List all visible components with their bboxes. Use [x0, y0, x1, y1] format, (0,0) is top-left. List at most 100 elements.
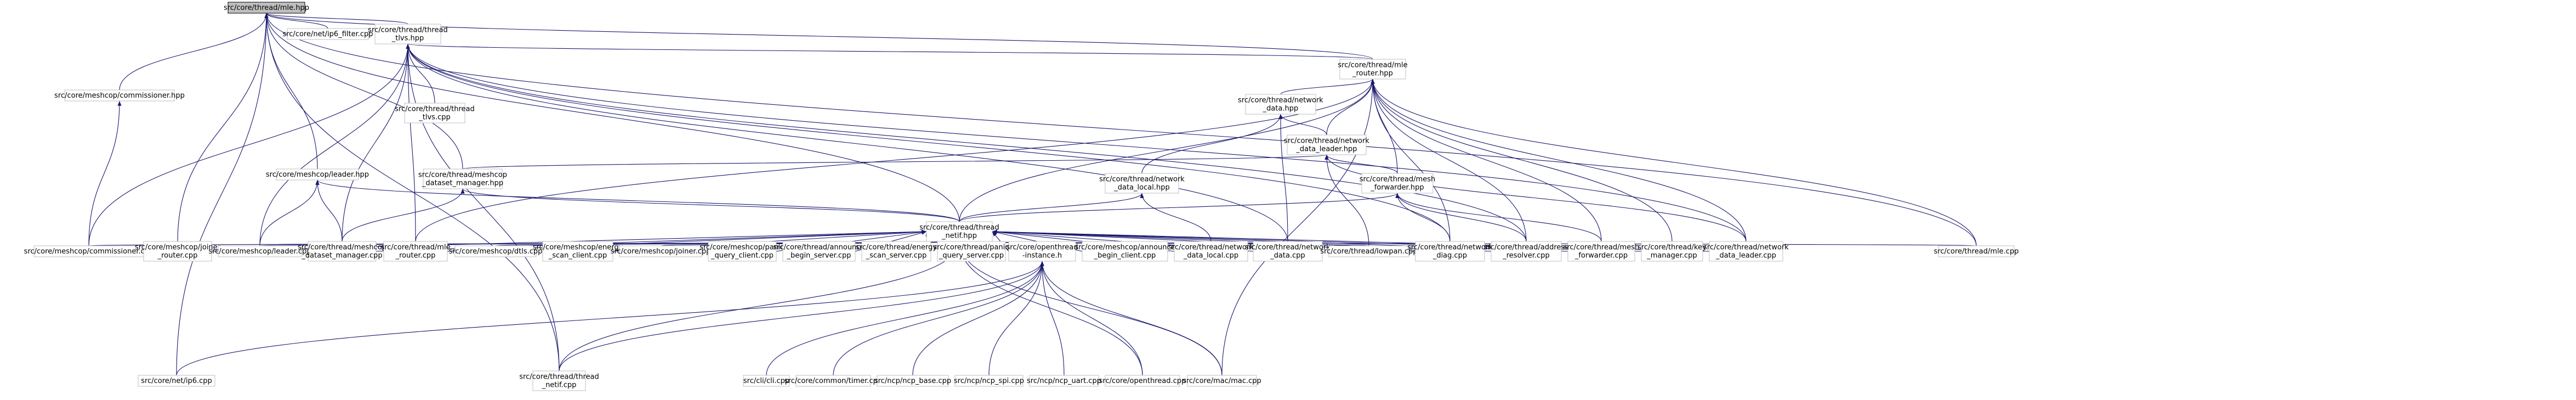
file-node[interactable]: src/core/mac/mac.cpp: [1182, 375, 1261, 387]
file-node[interactable]: src/core/thread/network_diag.cpp: [1407, 241, 1493, 262]
file-node[interactable]: src/core/meshcop/leader.cpp: [208, 245, 311, 257]
file-node[interactable]: src/core/meshcop/announce_begin_client.c…: [1074, 241, 1175, 262]
file-node[interactable]: src/core/meshcop/joiner_router.cpp: [135, 241, 221, 262]
include-edge: [1221, 78, 1375, 376]
node-box: [1029, 375, 1099, 387]
file-node[interactable]: src/core/thread/network_data_local.hpp: [1099, 173, 1185, 194]
node-box: [1361, 173, 1434, 194]
file-node[interactable]: src/core/meshcop/leader.hpp: [266, 168, 369, 181]
include-edge: [264, 13, 463, 170]
node-box: [1187, 375, 1257, 387]
node-label: src/core/thread/meshcop: [298, 244, 386, 252]
include-edge: [1395, 193, 1451, 242]
node-label: src/core/meshcop/commissioner.cpp: [24, 247, 154, 256]
node-label: src/core/openthread.cpp: [1099, 377, 1186, 385]
file-node[interactable]: src/core/thread/announce_begin_server.cp…: [774, 241, 865, 262]
file-node[interactable]: src/cli/cli.cpp: [743, 375, 790, 387]
file-node[interactable]: src/core/thread/mle.cpp: [1934, 245, 2019, 257]
node-box: [1328, 245, 1409, 257]
file-node[interactable]: src/core/thread/meshcop_dataset_manager.…: [418, 168, 507, 189]
file-node[interactable]: src/core/thread/thread_netif.hpp: [919, 221, 999, 242]
node-label: src/core/thread/address: [1484, 244, 1568, 252]
file-node[interactable]: src/core/thread/network_data_local.cpp: [1168, 241, 1254, 262]
file-node[interactable]: src/core/meshcop/commissioner.hpp: [54, 89, 185, 102]
file-node[interactable]: src/core/thread/key_manager.cpp: [1637, 241, 1707, 262]
node-label: src/core/meshcop/dtls.cpp: [449, 247, 543, 256]
include-edge: [1326, 78, 1375, 136]
file-node[interactable]: src/core/thread/mle_router.hpp: [1338, 59, 1408, 80]
include-edge: [315, 179, 960, 222]
file-node[interactable]: src/core/thread/lowpan.cpp: [1320, 245, 1418, 257]
node-label: src/core/thread/thread: [519, 373, 599, 381]
file-node[interactable]: src/ncp/ncp_uart.cpp: [1027, 375, 1101, 387]
node-box: [138, 375, 215, 387]
file-node[interactable]: src/core/thread/mesh_forwarder.hpp: [1360, 173, 1436, 194]
include-edge: [1371, 78, 1747, 242]
node-box: [743, 375, 790, 387]
edge-layer: [88, 13, 1977, 376]
file-node[interactable]: src/core/thread/mle_router.cpp: [380, 241, 451, 262]
file-node[interactable]: src/core/thread/network_data_leader.hpp: [1284, 134, 1369, 155]
include-edge: [833, 261, 1044, 376]
file-node[interactable]: src/core/meshcop/joiner.cpp: [611, 245, 711, 257]
node-box: [1567, 241, 1635, 262]
node-box: [795, 375, 871, 387]
file-node[interactable]: src/core/thread/network_data.cpp: [1245, 241, 1330, 262]
root-file-node[interactable]: src/core/thread/mle.hpp: [224, 2, 309, 14]
node-box: [1253, 241, 1323, 262]
node-box: [454, 245, 537, 257]
node-label: _data_leader.hpp: [1295, 145, 1357, 154]
file-node[interactable]: src/core/thread/network_data.hpp: [1238, 94, 1323, 115]
node-label: src/core/thread/panid: [933, 244, 1009, 252]
file-node[interactable]: src/core/meshcop/commissioner.cpp: [24, 245, 154, 257]
node-box: [383, 241, 448, 262]
file-node[interactable]: src/core/thread/mesh_forwarder.cpp: [1563, 241, 1640, 262]
file-node[interactable]: src/core/net/ip6.cpp: [138, 375, 215, 387]
node-label: _data_leader.cpp: [1715, 252, 1776, 260]
file-node[interactable]: src/core/meshcop/energy_scan_client.cpp: [533, 241, 623, 262]
node-box: [619, 245, 702, 257]
file-node[interactable]: src/core/thread/address_resolver.cpp: [1484, 241, 1568, 262]
include-edge: [264, 13, 960, 222]
node-label: _tlvs.cpp: [418, 114, 450, 122]
file-node[interactable]: src/core/thread/thread_tlvs.cpp: [395, 103, 475, 123]
include-edge: [406, 43, 1451, 242]
file-node[interactable]: src/core/meshcop/dtls.cpp: [449, 245, 543, 257]
file-node[interactable]: src/core/thread/thread_netif.cpp: [519, 370, 599, 391]
node-box: [1709, 241, 1783, 262]
file-node[interactable]: src/core/meshcop/panid_query_client.cpp: [700, 241, 785, 262]
node-box: [1938, 245, 2015, 257]
node-label: src/core/thread/meshcop: [418, 171, 507, 179]
file-node[interactable]: src/core/thread/network_data_leader.cpp: [1703, 241, 1789, 262]
node-label: src/core/thread/energy: [856, 244, 937, 252]
node-label: _forwarder.hpp: [1370, 184, 1424, 192]
node-label: src/core/common/timer.cpp: [784, 377, 882, 385]
include-edge: [1040, 261, 1065, 376]
node-label: src/core/meshcop/energy: [533, 244, 623, 252]
include-edge: [1040, 261, 1222, 376]
file-node[interactable]: src/core/thread/meshcop_dataset_manager.…: [298, 241, 386, 262]
file-node[interactable]: src/core/openthread-instance.h: [1006, 241, 1078, 262]
node-label: _manager.cpp: [1646, 252, 1697, 260]
include-edge: [1278, 114, 1288, 242]
file-node[interactable]: src/core/thread/panid_query_server.cpp: [933, 241, 1010, 262]
file-node[interactable]: src/ncp/ncp_base.cpp: [874, 375, 951, 387]
node-box: [708, 241, 777, 262]
node-label: src/core/thread/lowpan.cpp: [1320, 247, 1417, 256]
node-box: [374, 24, 441, 44]
file-node[interactable]: src/core/thread/energy_scan_server.cpp: [856, 241, 937, 262]
node-label: _dataset_manager.cpp: [301, 252, 382, 260]
file-node[interactable]: src/core/openthread.cpp: [1099, 375, 1186, 387]
node-label: _diag.cpp: [1432, 252, 1467, 260]
include-edge: [559, 261, 1044, 371]
include-edge: [1040, 261, 1143, 376]
file-node[interactable]: src/core/net/ip6_filter.cpp: [282, 28, 373, 40]
file-node[interactable]: src/core/common/timer.cpp: [784, 375, 882, 387]
include-edge: [1371, 78, 1527, 242]
include-edge: [1371, 78, 1602, 242]
include-edge: [406, 43, 1288, 242]
file-node[interactable]: src/core/thread/thread_tlvs.hpp: [368, 24, 448, 44]
node-label: _data.hpp: [1263, 105, 1299, 113]
file-node[interactable]: src/ncp/ncp_spi.cpp: [954, 375, 1024, 387]
